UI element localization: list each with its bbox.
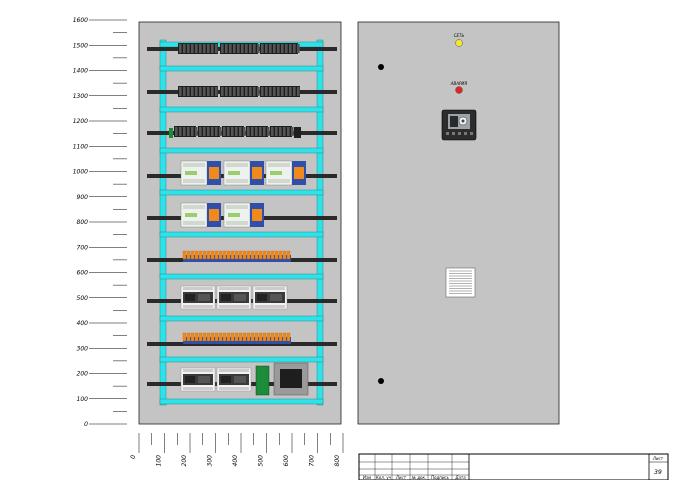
devices xyxy=(169,43,309,396)
terminal-block xyxy=(220,86,260,97)
sheet-label: Лист xyxy=(652,456,664,461)
din-rail xyxy=(159,231,324,238)
vscale-label: 700 xyxy=(77,244,89,251)
vscale-label: 400 xyxy=(77,320,89,327)
power-module xyxy=(180,285,216,310)
io-module xyxy=(180,160,221,186)
io-module xyxy=(223,202,264,228)
terminal-block xyxy=(178,86,218,97)
terminal-block xyxy=(222,126,246,137)
din-rail xyxy=(159,189,324,196)
power-module xyxy=(216,285,252,310)
door-hinge-bottom xyxy=(378,378,384,384)
hscale-label: 700 xyxy=(309,455,316,467)
din-rail xyxy=(159,356,324,363)
sheet-number: 39 xyxy=(654,469,662,476)
hscale-label: 0 xyxy=(130,455,137,459)
cabinet-door: СЕТЬ АВАРИЯ xyxy=(357,21,560,425)
vscale-label: 900 xyxy=(77,194,89,201)
vertical-scale: 1600150014001300120011001000900800700600… xyxy=(73,17,127,428)
io-module xyxy=(265,160,306,186)
vscale-label: 1000 xyxy=(73,169,88,176)
power-module xyxy=(252,285,288,310)
power-module xyxy=(216,367,252,392)
din-rail xyxy=(159,106,324,113)
din-rail xyxy=(159,65,324,72)
vscale-label: 800 xyxy=(77,219,89,226)
green-end-stop xyxy=(169,128,173,138)
orange-terminal-strip xyxy=(182,250,291,262)
vscale-label: 300 xyxy=(77,345,89,352)
lamp-top-label: СЕТЬ xyxy=(454,33,465,38)
vscale-label: 200 xyxy=(77,371,89,378)
terminal-block xyxy=(270,126,294,137)
vent-grille xyxy=(445,267,476,298)
io-module xyxy=(180,202,221,228)
din-rail xyxy=(159,273,324,280)
terminal-block xyxy=(198,126,222,137)
vscale-label: 600 xyxy=(77,270,89,277)
title-block-header: Дата xyxy=(454,475,466,480)
controller-display xyxy=(441,109,477,141)
terminal-block xyxy=(260,43,300,54)
title-block-header: Лист xyxy=(395,475,407,480)
title-block-header: Изм xyxy=(363,475,371,480)
din-rail xyxy=(159,315,324,322)
lamp-top xyxy=(455,39,463,47)
terminal-block xyxy=(178,43,218,54)
grey-controller-box xyxy=(273,362,309,396)
vscale-label: 500 xyxy=(77,295,89,302)
vscale-label: 1500 xyxy=(73,42,88,49)
hscale-label: 600 xyxy=(283,455,290,467)
orange-terminal-strip xyxy=(182,332,291,344)
horizontal-scale: 0 100 200 300 400 500 600 700 800 xyxy=(130,433,344,467)
lamp-bottom-label: АВАРИЯ xyxy=(450,81,468,86)
hscale-label: 400 xyxy=(232,455,239,467)
terminal-block xyxy=(220,43,260,54)
hscale-label: 500 xyxy=(258,455,265,467)
vscale-label: 1200 xyxy=(73,118,88,125)
din-rail xyxy=(159,398,324,405)
title-block-header: Подпись xyxy=(431,475,450,480)
din-rail xyxy=(159,147,324,154)
vscale-label: 1400 xyxy=(73,68,88,75)
hscale-label: 100 xyxy=(156,455,163,467)
right-side-rail xyxy=(316,39,324,406)
left-side-rail xyxy=(159,39,167,406)
terminal-block xyxy=(246,126,270,137)
vscale-label: 1600 xyxy=(73,17,88,24)
hscale-label: 800 xyxy=(334,455,341,467)
mounting-panel xyxy=(138,21,342,425)
hscale-label: 300 xyxy=(207,455,214,467)
vscale-label: 1100 xyxy=(73,143,88,150)
lamp-bottom xyxy=(455,86,463,94)
door-hinge-top xyxy=(378,64,384,70)
terminal-block xyxy=(260,86,300,97)
title-block-header: № док. xyxy=(411,475,426,480)
green-module xyxy=(255,365,270,396)
io-module xyxy=(223,160,264,186)
terminal-end xyxy=(294,127,301,138)
power-module xyxy=(180,367,216,392)
vscale-label: 1300 xyxy=(73,93,88,100)
terminal-block xyxy=(174,126,198,137)
vscale-label: 0 xyxy=(84,421,88,428)
hscale-label: 200 xyxy=(181,455,188,467)
title-block-header: Кол. уч xyxy=(376,475,392,480)
vscale-label: 100 xyxy=(77,396,89,403)
